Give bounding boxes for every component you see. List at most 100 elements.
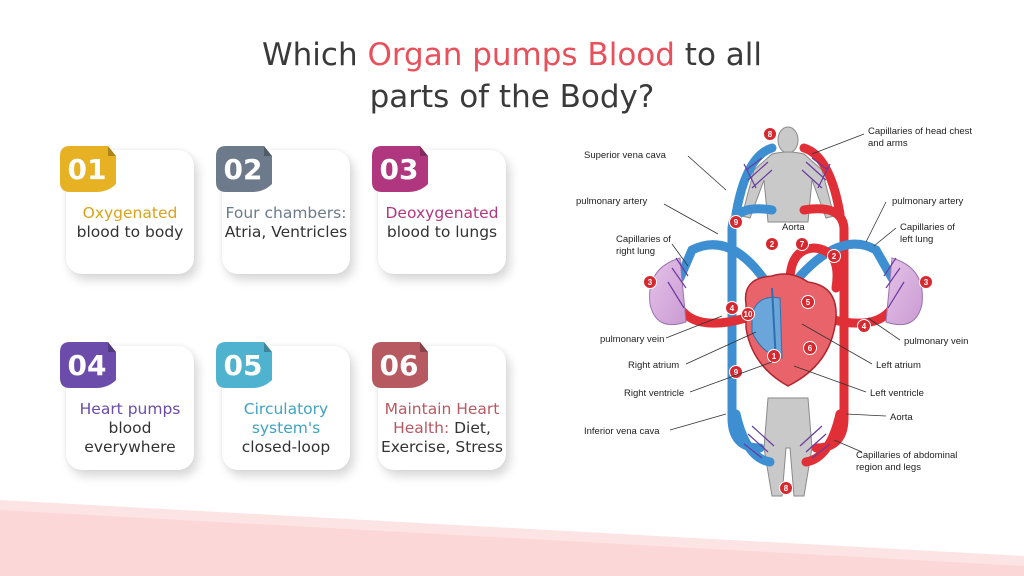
label-sup-vena: Superior vena cava (584, 150, 667, 161)
svg-text:9: 9 (734, 368, 739, 377)
badge-9: 9 (729, 215, 743, 229)
svg-text:3: 3 (924, 278, 929, 287)
svg-text:7: 7 (800, 240, 805, 249)
card-text: Heart pumps blood everywhere (66, 400, 194, 457)
card-text: Circulatory system's closed-loop (222, 400, 350, 457)
label-cap-right-2: right lung (616, 246, 655, 257)
svg-text:2: 2 (770, 240, 775, 249)
circulatory-diagram: 8 9 2 7 2 3 3 4 4 10 5 6 1 9 8 Capillaries of head che… (576, 126, 972, 497)
card-text: Oxygenated blood to body (66, 204, 194, 242)
capillary-beds (743, 157, 831, 459)
card-number: 05 (223, 349, 263, 382)
card-number-tab (60, 146, 116, 192)
card-highlight: Oxygenated (82, 204, 178, 222)
card-text: Four chambers: Atria, Ventricles (222, 204, 350, 242)
lower-body-figure (763, 397, 813, 497)
card-highlight: Deoxygenated (385, 204, 499, 222)
svg-text:5: 5 (806, 298, 811, 307)
leader-lines (663, 133, 901, 453)
label-cap-abd: Capillaries of abdominal (856, 450, 957, 461)
badge-4: 4 (857, 319, 871, 333)
badge-10: 10 (741, 307, 755, 321)
card-number: 03 (379, 153, 419, 186)
label-pulm-vein-left: pulmonary vein (600, 334, 664, 345)
card-highlight: Maintain Heart Health: (384, 400, 500, 437)
badge-4: 4 (725, 301, 739, 315)
svg-text:9: 9 (734, 218, 739, 227)
svg-text:4: 4 (862, 322, 867, 331)
card-number: 06 (379, 349, 419, 382)
label-left-ventricle: Left ventricle (870, 388, 924, 399)
card-number-tab (216, 146, 272, 192)
badge-7: 7 (795, 237, 809, 251)
label-pulm-vein-right: pulmonary vein (904, 336, 968, 347)
title-highlight: Organ pumps Blood (367, 37, 675, 73)
diagram-labels: Capillaries of head chest and arms Super… (576, 126, 972, 473)
label-inf-vena: Inferior vena cava (584, 426, 660, 437)
card-rest: closed-loop (241, 438, 331, 456)
label-cap-abd-2: region and legs (856, 462, 921, 473)
label-pulm-art-left: pulmonary artery (576, 196, 648, 207)
badge-9: 9 (729, 365, 743, 379)
card-highlight: Heart pumps (79, 400, 181, 418)
badge-8: 8 (763, 127, 777, 141)
badge-2: 2 (765, 237, 779, 251)
title-part1: Which (261, 37, 368, 73)
label-cap-left: Capillaries of (900, 222, 955, 233)
card-number-tab (216, 342, 272, 388)
label-cap-head: Capillaries of head chest (868, 126, 972, 137)
badge-1: 1 (767, 349, 781, 363)
lungs (649, 257, 923, 326)
card-rest: Atria, Ventricles (224, 223, 348, 241)
number-badges: 8 9 2 7 2 3 3 4 4 10 5 6 1 9 8 (643, 127, 933, 495)
badge-8: 8 (779, 481, 793, 495)
card-number-tab (60, 342, 116, 388)
card-rest: Diet, Exercise, Stress (381, 419, 503, 456)
svg-text:4: 4 (730, 304, 735, 313)
card-number-tab (372, 342, 428, 388)
card-number: 01 (67, 153, 107, 186)
label-right-ventricle: Right ventricle (624, 388, 684, 399)
label-cap-head-2: and arms (868, 138, 908, 149)
card-text: Deoxygenated blood to lungs (378, 204, 506, 242)
card-number-tab (372, 146, 428, 192)
svg-text:1: 1 (772, 352, 777, 361)
upper-capillary-vein (731, 143, 777, 219)
pulmonary-artery-right (785, 239, 897, 293)
title-part2: to all (674, 37, 762, 73)
badge-5: 5 (801, 295, 815, 309)
card-number: 04 (67, 349, 107, 382)
label-right-atrium: Right atrium (628, 360, 679, 371)
card-rest: blood to body (76, 223, 184, 241)
heart (744, 273, 837, 387)
card-number: 02 (223, 153, 263, 186)
svg-text:2: 2 (832, 252, 837, 261)
label-aorta-bottom: Aorta (890, 412, 913, 423)
svg-text:8: 8 (768, 130, 773, 139)
page-title: Which Organ pumps Blood to all parts of … (212, 34, 812, 118)
title-line2: parts of the Body? (369, 79, 655, 115)
card-rest: blood everywhere (84, 419, 176, 456)
badge-6: 6 (803, 341, 817, 355)
upper-body-figure (741, 126, 835, 223)
card-rest: blood to lungs (386, 223, 498, 241)
badge-2: 2 (827, 249, 841, 263)
badge-3: 3 (919, 275, 933, 289)
label-aorta-top: Aorta (782, 222, 805, 233)
card-highlight: Four chambers: (225, 204, 347, 222)
svg-text:3: 3 (648, 278, 653, 287)
label-left-atrium: Left atrium (876, 360, 921, 371)
lower-capillary-artery (801, 409, 845, 467)
label-cap-left-2: left lung (900, 234, 933, 245)
label-pulm-art-right: pulmonary artery (892, 196, 964, 207)
svg-text:6: 6 (808, 344, 813, 353)
svg-text:8: 8 (784, 484, 789, 493)
card-highlight: Circulatory system's (243, 400, 329, 437)
